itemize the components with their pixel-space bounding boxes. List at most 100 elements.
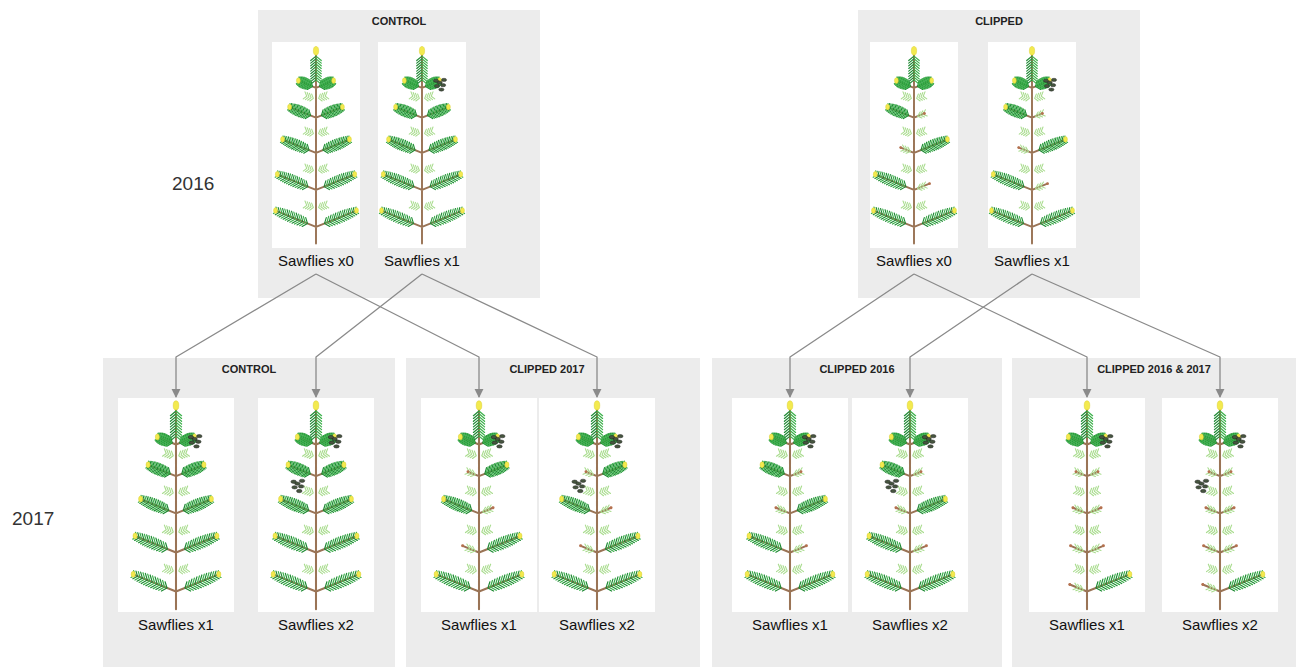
bud (288, 104, 292, 110)
bud (823, 496, 827, 502)
tree-illustration (539, 398, 655, 612)
pine-tree (378, 42, 466, 248)
clipped-stub (923, 112, 926, 115)
bud (355, 533, 359, 539)
sawfly-larva (930, 440, 936, 443)
arrow-connector (422, 274, 597, 397)
arrow-connector (316, 274, 422, 397)
clipped-stub (1046, 182, 1049, 185)
tree-label: Sawflies x2 (539, 616, 655, 634)
tree-illustration (870, 42, 958, 248)
tree-card: Sawflies x1 (421, 398, 537, 634)
pine-tree (272, 42, 360, 248)
sawfly-larva (617, 440, 623, 443)
needles (271, 411, 361, 590)
sawfly-larva (577, 489, 583, 492)
bud (946, 137, 950, 143)
bud (357, 571, 361, 577)
sawfly-larva (296, 489, 302, 492)
bud (867, 533, 871, 539)
bud (1064, 137, 1068, 143)
bud (271, 571, 275, 577)
sawfly-larva (491, 435, 497, 438)
clipped-stub (1100, 506, 1103, 509)
bud (518, 533, 522, 539)
pine-tree (732, 398, 848, 612)
tree-label: Sawflies x2 (852, 616, 968, 634)
bud (279, 496, 283, 502)
clipped-stub (1075, 470, 1078, 473)
tree-label: Sawflies x1 (1029, 616, 1145, 634)
sawfly-larva (808, 445, 814, 448)
clipped-stub (1235, 544, 1238, 547)
arrow-connector (176, 274, 316, 397)
sawfly-larva (441, 78, 446, 81)
bud (769, 434, 773, 440)
pine-tree (421, 398, 537, 612)
bud (146, 462, 150, 468)
tree-illustration (421, 398, 537, 612)
treatment-panel: CLIPPEDSawflies x0Sawflies x1 (858, 10, 1140, 298)
young-needles (1073, 449, 1101, 592)
sawfly-larva (188, 435, 194, 438)
pine-tree (988, 42, 1076, 248)
panel-fill (406, 358, 700, 667)
pine-tree (1029, 398, 1145, 612)
bud (446, 104, 450, 110)
sawfly-larva (810, 434, 816, 437)
sawfly-larva (499, 434, 505, 437)
bud (295, 434, 299, 440)
panel-fill (712, 358, 1002, 667)
tree-illustration (272, 42, 360, 248)
bud (873, 171, 877, 177)
bud (458, 434, 462, 440)
needles (131, 411, 221, 590)
clipped-stub (1041, 112, 1044, 115)
sawfly-larva (1240, 434, 1246, 437)
tree-card: Sawflies x2 (1162, 398, 1278, 634)
sawfly-larva (803, 441, 809, 444)
tree-label: Sawflies x1 (732, 616, 848, 634)
bud (1128, 571, 1132, 577)
panel-fill (103, 358, 395, 667)
tree-illustration (852, 398, 968, 612)
bud (353, 171, 357, 177)
bud (381, 171, 385, 177)
clipped-stub (1102, 544, 1105, 547)
bud (454, 137, 458, 143)
panel-title: CONTROL (258, 10, 540, 28)
bud (1217, 401, 1223, 410)
sawfly-larva (1043, 79, 1048, 82)
tree-label: Sawflies x1 (118, 616, 234, 634)
sawfly-larva (928, 445, 934, 448)
bud (332, 78, 336, 84)
bud (139, 496, 143, 502)
panel-fill (858, 10, 1140, 298)
sawfly-larva (1233, 441, 1239, 444)
tree-label: Sawflies x2 (1162, 616, 1278, 634)
sawfly-larva (1099, 435, 1105, 438)
clipped-stub (610, 506, 613, 509)
arrow-connector (1032, 274, 1220, 397)
sawfly-larva (1050, 84, 1055, 87)
bud (911, 46, 916, 55)
sawfly-larva (439, 88, 444, 91)
bud (340, 104, 344, 110)
needles (989, 56, 1074, 226)
clipped-stub (1069, 544, 1072, 547)
bud (943, 496, 947, 502)
sawfly-larva (189, 441, 195, 444)
clipped-stub (1201, 583, 1204, 586)
clipped-stub (1229, 470, 1232, 473)
panel-fill (258, 10, 540, 298)
pine-tree (870, 42, 958, 248)
sawfly-larva (291, 480, 297, 483)
tree-card: Sawflies x1 (118, 398, 234, 634)
clipped-stub (1233, 506, 1236, 509)
bud (459, 171, 463, 177)
arrow-connector (910, 274, 1032, 397)
bud (394, 104, 398, 110)
sawfly-larva (609, 435, 615, 438)
clipped-stub (1071, 506, 1074, 509)
bud (638, 571, 642, 577)
